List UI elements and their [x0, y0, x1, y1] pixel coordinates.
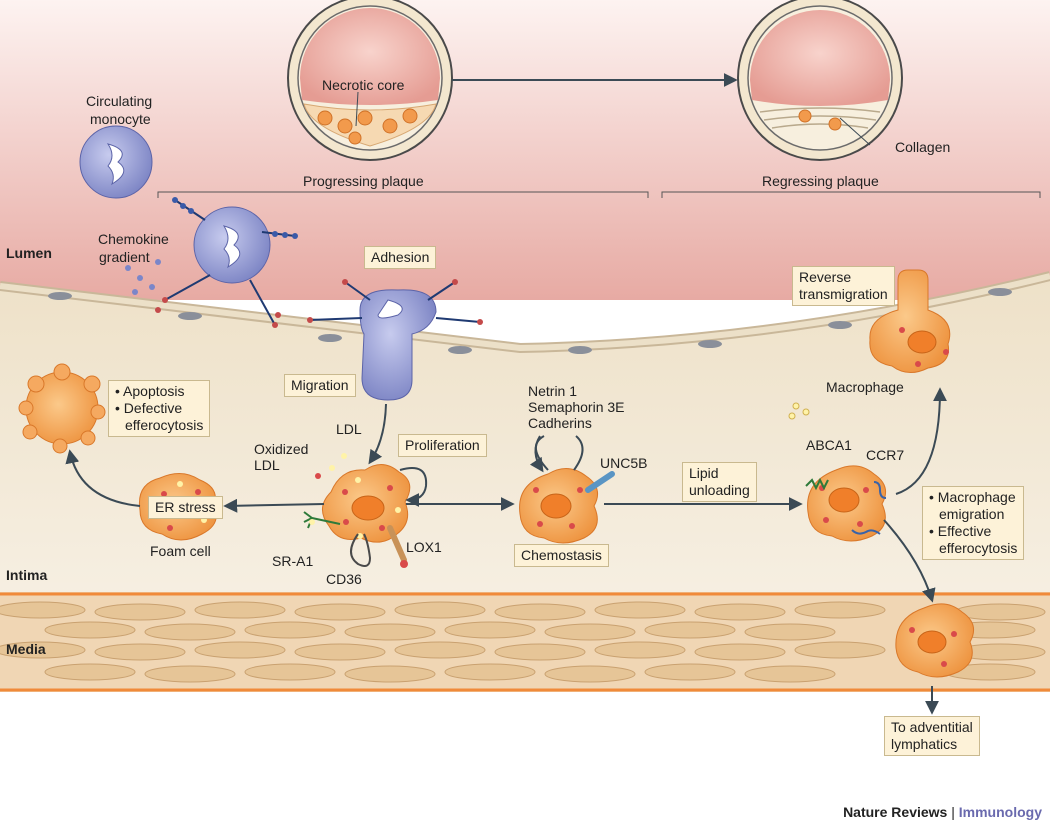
chemokine-gradient-label-2: gradient [99, 249, 150, 265]
apoptotic-cell [18, 363, 106, 454]
media-label: Media [6, 641, 46, 657]
adventitial-line-2: lymphatics [891, 736, 958, 752]
credit-separator: | [947, 804, 959, 820]
emigrating-macrophage [788, 402, 887, 542]
reverse-transmigrating-macrophage [869, 269, 951, 373]
journal-name: Immunology [958, 804, 1042, 820]
er-stress-box: ER stress [148, 496, 223, 519]
reverse-transmigration-line-2: transmigration [799, 286, 888, 302]
ldl-label: LDL [336, 421, 362, 437]
regressing-plaque-label: Regressing plaque [762, 173, 879, 189]
cadherins-label: Cadherins [528, 415, 592, 431]
migration-box: Migration [284, 374, 356, 397]
cd36-label: CD36 [326, 571, 362, 587]
reverse-transmigration-line-1: Reverse [799, 269, 852, 285]
apoptosis-item: • Apoptosis [115, 383, 185, 399]
intima-region [0, 278, 1050, 600]
semaphorin-label: Semaphorin 3E [528, 399, 625, 415]
circulating-monocyte-label-1: Circulating [86, 93, 152, 109]
ccr7-label: CCR7 [866, 447, 904, 463]
oxidized-ldl-label-1: Oxidized [254, 441, 308, 457]
adventitial-line-1: To adventitial [891, 719, 973, 735]
lipid-unloading-box: Lipid unloading [682, 462, 757, 502]
endothelium [0, 271, 1050, 354]
sr-a1-label: SR-A1 [272, 553, 313, 569]
intima-label: Intima [6, 567, 47, 583]
adventitial-lymphatics-box: To adventitial lymphatics [884, 716, 980, 756]
unc5b-label: UNC5B [600, 455, 647, 471]
lipid-unloading-line-2: unloading [689, 482, 750, 498]
chemostasis-box: Chemostasis [514, 544, 609, 567]
emigration-box: • Macrophage emigration • Effective effe… [922, 486, 1025, 560]
abca1-label: ABCA1 [806, 437, 852, 453]
effective-efferocytosis-item: • Effective [929, 523, 992, 539]
journal-credit: Nature Reviews | Immunology [843, 804, 1042, 820]
netrin-label: Netrin 1 [528, 383, 577, 399]
necrotic-core-label: Necrotic core [322, 77, 405, 93]
progressing-plaque-diagram [287, 0, 453, 161]
collagen-label: Collagen [895, 139, 950, 155]
media-layer [0, 592, 1050, 692]
adhesion-box: Adhesion [364, 246, 437, 269]
lymphatic-macrophage [895, 603, 975, 678]
macrophage-emigration-item-cont: emigration [939, 506, 1005, 522]
chemostasis-macrophage [519, 435, 615, 544]
lipid-unloading-line-1: Lipid [689, 465, 719, 481]
chemokine-gradient-label-1: Chemokine [98, 231, 169, 247]
lumen-label: Lumen [6, 245, 52, 261]
proliferation-box: Proliferation [398, 434, 487, 457]
foam-cell-label: Foam cell [150, 543, 211, 559]
regressing-bracket [661, 191, 1041, 198]
publisher-name: Nature Reviews [843, 804, 948, 820]
progressing-bracket [157, 191, 649, 198]
transmigrating-monocyte [307, 279, 483, 401]
macrophage-emigration-item: • Macrophage [929, 489, 1016, 505]
macrophage-label: Macrophage [826, 379, 904, 395]
circulating-monocyte-label-2: monocyte [90, 111, 151, 127]
effective-efferocytosis-item-cont: efferocytosis [939, 540, 1018, 556]
oxidized-ldl-label-2: LDL [254, 457, 280, 473]
central-macrophage [303, 453, 428, 568]
regressing-plaque-diagram [737, 0, 903, 161]
defective-efferocytosis-item: • Defective [115, 400, 183, 416]
circulating-monocyte [79, 125, 153, 199]
defective-efferocytosis-item-cont: efferocytosis [125, 417, 204, 433]
reverse-transmigration-box: Reverse transmigration [792, 266, 895, 306]
lox1-label: LOX1 [406, 539, 442, 555]
progressing-plaque-label: Progressing plaque [303, 173, 424, 189]
adhering-monocyte [125, 197, 298, 328]
apoptosis-box: • Apoptosis • Defective efferocytosis [108, 380, 211, 437]
